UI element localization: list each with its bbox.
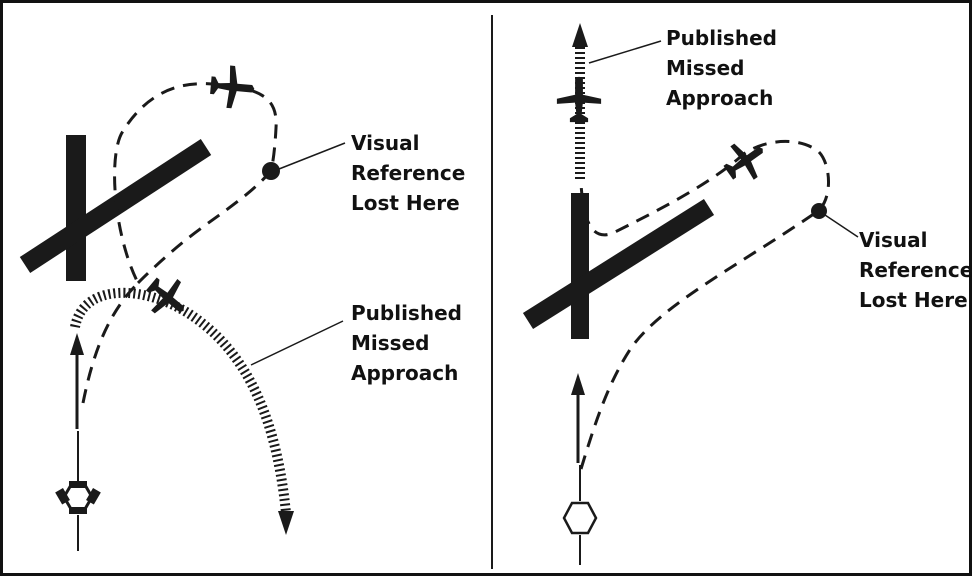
label-line: Reference	[351, 161, 466, 185]
label-line: Missed	[351, 331, 430, 355]
arrow-icon	[571, 373, 585, 463]
label-line: Lost Here	[859, 288, 968, 312]
lost-reference-label: Visual Reference Lost Here	[859, 225, 972, 315]
lost-reference-point	[811, 203, 827, 219]
airplane-icon	[716, 131, 775, 190]
circling-missed-approach-diagram	[19, 15, 859, 569]
lost-reference-point	[262, 162, 280, 180]
arrow-icon	[278, 511, 294, 535]
missed-approach-label: Published Missed Approach	[666, 23, 777, 113]
label-line: Published	[666, 26, 777, 50]
right-panel	[522, 23, 859, 565]
airplane-icon	[556, 76, 602, 123]
label-line: Lost Here	[351, 191, 460, 215]
airplane-icon	[208, 63, 257, 111]
leader-line	[588, 40, 662, 64]
label-line: Visual	[859, 228, 928, 252]
label-line: Missed	[666, 56, 745, 80]
arrow-icon	[70, 333, 84, 429]
left-panel	[19, 63, 346, 551]
leader-line	[278, 142, 346, 170]
vor-icon	[562, 465, 598, 565]
lost-reference-label: Visual Reference Lost Here	[351, 128, 465, 218]
circling-path	[579, 139, 830, 470]
label-line: Visual	[351, 131, 420, 155]
circling-path	[81, 82, 278, 404]
label-line: Approach	[351, 361, 459, 385]
vor-tacan-icon	[55, 431, 101, 551]
label-line: Approach	[666, 86, 774, 110]
missed-approach-label: Published Missed Approach	[351, 298, 462, 388]
label-line: Published	[351, 301, 462, 325]
missed-approach-path	[70, 287, 291, 514]
arrow-icon	[572, 23, 588, 47]
leader-line	[250, 320, 344, 366]
leader-line	[824, 214, 859, 238]
label-line: Reference	[859, 258, 972, 282]
runway-icon	[522, 193, 715, 339]
